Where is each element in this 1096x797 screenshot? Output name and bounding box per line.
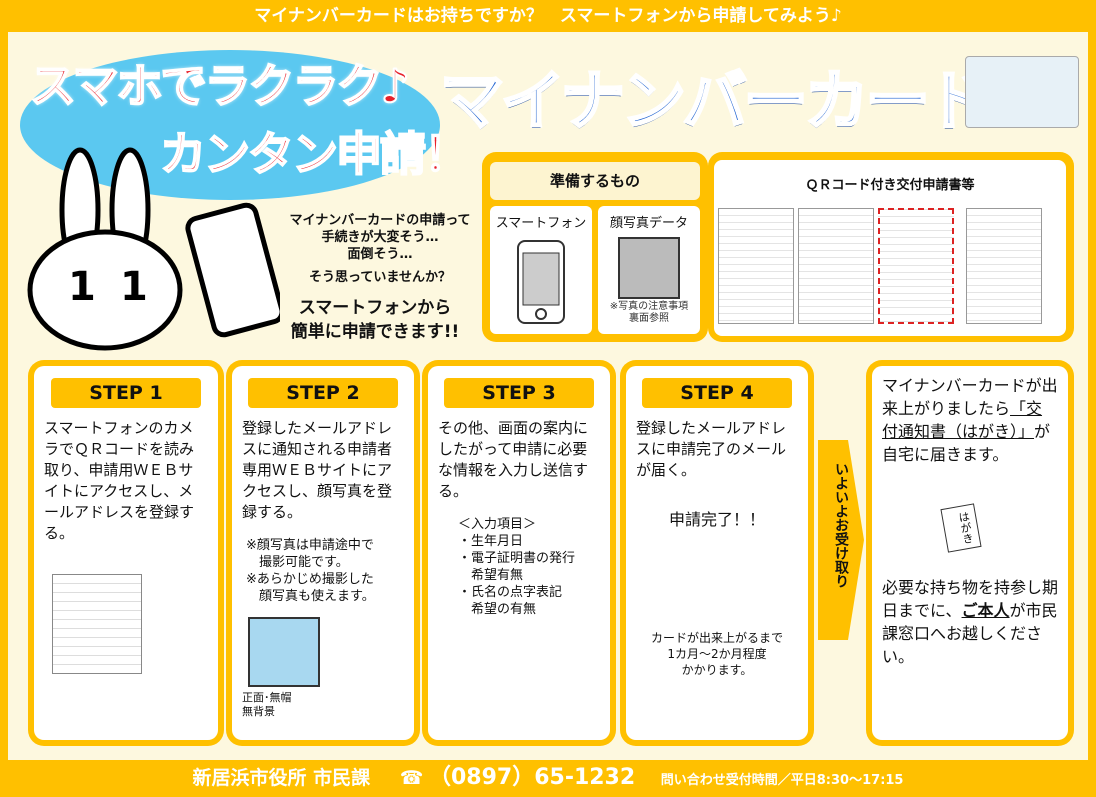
step-text: 登録したメールアドレスに通知される申請者専用ＷＥＢサイトにアクセスし、顔写真を登… xyxy=(242,419,393,521)
worry-line: 面倒そう… xyxy=(347,247,413,262)
input-item: ・生年月日 xyxy=(458,534,524,549)
receive-notice: マイナンバーカードが出来上がりましたら「交付通知書（はがき）」が自宅に届きます。 xyxy=(882,374,1058,466)
item-label: 顔写真データ xyxy=(609,216,688,231)
items-title: ＜入力項目＞ xyxy=(458,517,537,532)
note-line: 顔写真も使えます。 xyxy=(246,589,375,604)
notice-postcard-text: 「交付通知書（はがき）」 xyxy=(882,399,1043,441)
photo-note: ※写真の注意事項裏面参照 xyxy=(598,301,700,325)
step-1: STEP 1 スマートフォンのカメラでＱＲコードを読み取り、申請用ＷＥＢサイトに… xyxy=(28,360,224,746)
office-name: 新居浜市役所 市民課 xyxy=(192,767,371,789)
page-title: マイナンバーカード xyxy=(439,64,993,141)
input-item: ・電子証明書の発行 xyxy=(458,551,576,566)
note-line: 無背景 xyxy=(242,705,275,718)
office-hours: 問い合わせ受付時間／平日8:30～17:15 xyxy=(660,773,904,788)
phone-number[interactable]: （0897）65-1232 xyxy=(428,765,636,790)
application-form-image xyxy=(718,208,794,324)
worry-line: マイナンバーカードの申請って xyxy=(289,213,471,228)
my-number-card-image xyxy=(965,56,1079,128)
rabbit-phone-illustration xyxy=(636,530,798,630)
svg-text:1: 1 xyxy=(68,264,96,310)
completion-text: 申請完了！！ xyxy=(668,510,765,529)
text: 必要な持ち物を持参し期日までに、 xyxy=(882,578,1059,620)
intro-question: そう思っていませんか？ xyxy=(309,270,451,285)
headline-line2: カンタン申請！ xyxy=(159,126,471,182)
item-label: スマートフォン xyxy=(495,216,587,231)
note-line: 正面･無帽 xyxy=(242,691,292,704)
photo-illustration xyxy=(248,617,320,687)
step-notes: ※顔写真は申請途中で 撮影可能です。 ※あらかじめ撮影した 顔写真も使えます。 xyxy=(242,537,404,605)
step-2: STEP 2 登録したメールアドレスに通知される申請者専用ＷＥＢサイトにアクセス… xyxy=(226,360,420,746)
step-3: STEP 3 その他、画面の案内にしたがって申請に必要な情報を入力し送信する。 … xyxy=(422,360,616,746)
smartphone-icon xyxy=(517,240,565,324)
answer-line: スマートフォンから xyxy=(298,298,452,318)
period-line: カードが出来上がるまで xyxy=(650,631,783,645)
arrow-label: いよいよお受け取り xyxy=(833,462,849,588)
in-person-emphasis: ご本人 xyxy=(961,601,1010,620)
footer: 新居浜市役所 市民課 ☎ （0897）65-1232 問い合わせ受付時間／平日8… xyxy=(0,762,1096,794)
step-text: スマートフォンのカメラでＱＲコードを読み取り、申請用ＷＥＢサイトにアクセスし、メ… xyxy=(44,419,195,542)
intro-answer: スマートフォンから 簡単に申請できます!! xyxy=(270,296,480,344)
qr-panel-inner: ＱＲコード付き交付申請書等 xyxy=(714,160,1066,336)
step-text: 登録したメールアドレスに申請完了のメールが届く。 xyxy=(636,419,787,479)
svg-text:1: 1 xyxy=(120,264,148,310)
step-4: STEP 4 登録したメールアドレスに申請完了のメールが届く。 申請完了！！ カ… xyxy=(620,360,814,746)
photo-requirement: 正面･無帽無背景 xyxy=(242,691,404,719)
postcard-label: はがき xyxy=(940,503,982,553)
text: が市民課窓口へお越しください。 xyxy=(882,601,1058,666)
note-line: 裏面参照 xyxy=(629,313,669,324)
step-receive: マイナンバーカードが出来上がりましたら「交付通知書（はがき）」が自宅に届きます。… xyxy=(866,360,1074,746)
phone-icon: ☎ xyxy=(399,767,424,789)
note-line: ※顔写真は申請途中で xyxy=(246,538,374,553)
text: マイナンバーカードが出来上がりましたら xyxy=(882,376,1058,418)
worry-line: 手続きが大変そう… xyxy=(321,230,439,245)
note-line: ※写真の注意事項 xyxy=(609,301,689,312)
note-line: ※あらかじめ撮影した xyxy=(246,572,374,587)
application-form-image xyxy=(966,208,1042,324)
application-form-image xyxy=(798,208,874,324)
period-line: かかります。 xyxy=(681,663,753,677)
input-item: ・氏名の点字表記 xyxy=(458,585,563,600)
step-badge: STEP 1 xyxy=(51,378,201,408)
answer-line: 簡単に申請できます!! xyxy=(290,322,460,342)
step-text: その他、画面の案内にしたがって申請に必要な情報を入力し送信する。 xyxy=(438,419,589,500)
prepare-item-smartphone: スマートフォン xyxy=(490,206,592,334)
prepare-item-photo: 顔写真データ ※写真の注意事項裏面参照 xyxy=(598,206,700,334)
step-badge: STEP 4 xyxy=(642,378,792,408)
qr-form-illustration xyxy=(52,574,142,674)
input-item: 希望有無 xyxy=(458,568,524,583)
text: が自宅に届きます。 xyxy=(882,422,1051,464)
period-line: 1カ月～2か月程度 xyxy=(667,647,767,661)
top-banner: マイナンバーカードはお持ちですか？ スマートフォンから申請してみよう♪ xyxy=(254,6,842,26)
application-form-image xyxy=(878,208,954,324)
house-illustration: はがき xyxy=(882,466,1058,576)
qr-panel-title: ＱＲコード付き交付申請書等 xyxy=(805,178,975,193)
visit-instruction: 必要な持ち物を持参し期日までに、ご本人が市民課窓口へお越しください。 xyxy=(882,576,1058,668)
prepare-title: 準備するもの xyxy=(490,162,700,200)
photo-icon xyxy=(618,237,680,299)
step-badge: STEP 3 xyxy=(444,378,594,408)
delivery-period: カードが出来上がるまで 1カ月～2か月程度かかります。 xyxy=(636,630,798,678)
step-badge: STEP 2 xyxy=(248,378,398,408)
note-line: 撮影可能です。 xyxy=(246,555,349,570)
intro-worry: マイナンバーカードの申請って 手続きが大変そう… 面倒そう… そう思っていません… xyxy=(285,212,475,286)
input-items: ＜入力項目＞ ・生年月日・電子証明書の発行 希望有無・氏名の点字表記 希望の有無 xyxy=(438,516,600,618)
headline-line1: スマホでラクラク♪ xyxy=(29,58,411,114)
input-item: 希望の有無 xyxy=(458,602,537,617)
arrow-right-icon xyxy=(818,440,864,640)
